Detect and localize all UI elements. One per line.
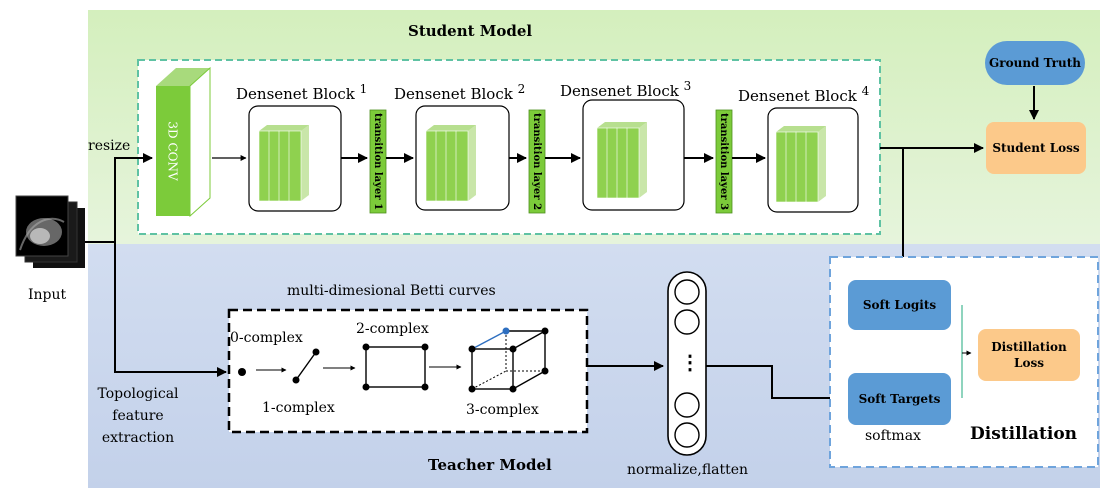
dense-slab-top xyxy=(607,122,627,128)
complex-2-graphic xyxy=(362,343,429,391)
teacher-model-title: Teacher Model xyxy=(428,456,552,474)
student-model-title: Student Model xyxy=(408,22,533,40)
resize-label: resize xyxy=(88,138,131,154)
dense-block-4-label: Densenet Block 4 xyxy=(738,84,870,105)
soft-targets-node: Soft Targets xyxy=(848,373,951,425)
distillation-title: Distillation xyxy=(970,424,1078,444)
dense-slab-top xyxy=(786,126,806,132)
dense-slab-top xyxy=(617,122,637,128)
complex-3-label: 3-complex xyxy=(466,402,539,418)
complex-0-label: 0-complex xyxy=(230,330,303,346)
dense-slab-top xyxy=(269,125,289,131)
soft-logits-node: Soft Logits xyxy=(848,280,951,330)
complex-1-graphic xyxy=(292,348,320,384)
arrow-vector-to-soft-targets xyxy=(706,365,844,403)
dense-slab-top xyxy=(259,125,279,131)
dense-slab-top xyxy=(456,125,476,131)
softmax-label: softmax xyxy=(865,428,921,444)
dense-slab xyxy=(455,130,469,202)
dense-slab-top xyxy=(806,126,826,132)
transition-layer-3-label: transition layer 3 xyxy=(718,112,730,211)
dense-slab-top xyxy=(597,122,617,128)
student-loss-node: Student Loss xyxy=(986,122,1086,174)
complex-1-label: 1-complex xyxy=(262,400,335,416)
dense-slab-side xyxy=(639,122,647,198)
arrow-input-to-teacher xyxy=(114,242,227,377)
input-label: Input xyxy=(28,287,67,303)
input-image-stack xyxy=(15,195,85,268)
dense-block-1-label: Densenet Block 1 xyxy=(236,82,368,103)
dense-slab-top xyxy=(796,126,816,132)
transition-layer-3-box xyxy=(715,109,733,214)
conv3d-label: 3D CONV xyxy=(166,121,181,181)
dense-slab-side xyxy=(818,126,826,202)
dense-slab xyxy=(288,130,302,202)
topological-label: Topological feature extraction xyxy=(97,386,179,446)
arrow-input-to-conv xyxy=(85,153,153,243)
dense-slab-top xyxy=(436,125,456,131)
dense-block-2-label: Densenet Block 2 xyxy=(394,82,526,103)
dense-block-3-label: Densenet Block 3 xyxy=(560,79,692,100)
transition-layer-2-box xyxy=(528,109,546,214)
complex-3-graphic xyxy=(468,327,549,393)
dense-slab-top xyxy=(627,122,647,128)
conv3d-block xyxy=(156,66,211,218)
dense-slab xyxy=(805,131,819,203)
transition-layer-1-label: transition layer 1 xyxy=(372,112,384,211)
ground-truth-node: Ground Truth xyxy=(985,41,1085,85)
feature-vector xyxy=(667,271,707,456)
vector-caption: normalize,flatten xyxy=(627,462,749,478)
dense-slab-top xyxy=(776,126,796,132)
distillation-loss-node: Distillation Loss xyxy=(978,329,1080,381)
transition-layer-2-label: transition layer 2 xyxy=(531,112,543,211)
dense-slab xyxy=(626,127,640,199)
transition-layer-1-box xyxy=(369,109,387,214)
vector-ellipsis: ⋮ xyxy=(680,350,700,374)
dense-slab-top xyxy=(279,125,299,131)
dense-slab-side xyxy=(301,125,309,201)
dense-slab-top xyxy=(446,125,466,131)
complex-2-label: 2-complex xyxy=(356,321,429,337)
dense-slab-top xyxy=(426,125,446,131)
complex-0-graphic xyxy=(238,368,246,376)
dense-slab-side xyxy=(468,125,476,201)
dense-slab-top xyxy=(289,125,309,131)
betti-title: multi-dimesional Betti curves xyxy=(287,283,496,299)
